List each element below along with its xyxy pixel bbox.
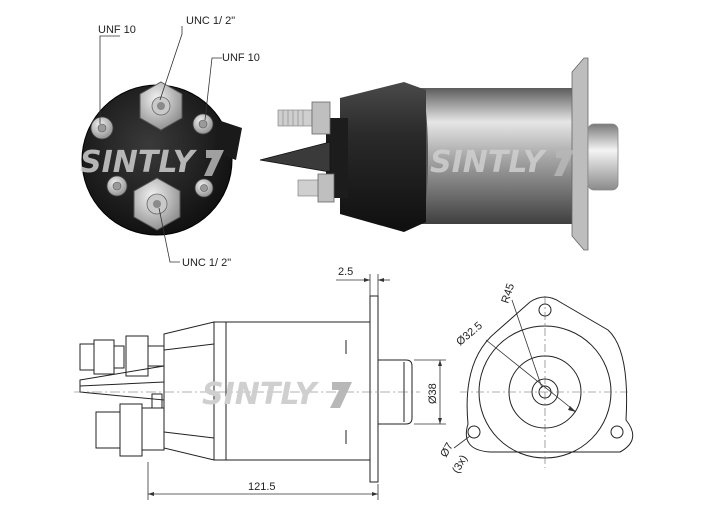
label-unc-bottom: UNC 1/ 2" <box>182 257 231 269</box>
plunger <box>587 123 619 191</box>
flange-front-view <box>453 296 634 468</box>
label-unc-top: UNC 1/ 2" <box>186 15 235 27</box>
small-stud-left <box>90 116 114 140</box>
mount-hole-right <box>610 425 624 439</box>
drawing-flange <box>369 295 379 483</box>
watermark-mark-icon <box>204 150 224 176</box>
side-view-drawing <box>74 295 420 483</box>
watermark-text: SINTLY <box>80 145 198 180</box>
label-unf-right: UNF 10 <box>222 52 260 64</box>
watermark-mark-icon <box>330 382 352 408</box>
dim-overall-length <box>147 462 379 500</box>
dim-bore-diameter-label: Ø32.5 <box>454 320 485 348</box>
side-view-photo <box>259 57 619 251</box>
dim-plunger-diameter-label: Ø38 <box>427 383 439 404</box>
main-stud-bottom <box>133 177 181 231</box>
main-stud-top <box>139 81 183 131</box>
small-stud-right <box>192 113 214 135</box>
small-stud-lower-left <box>106 175 128 197</box>
flange-outline <box>465 296 634 453</box>
watermark-mark-icon <box>554 150 574 176</box>
dim-hole-diameter-label: Ø7 <box>438 441 456 460</box>
dim-flange-thickness-label: 2.5 <box>338 266 353 278</box>
end-view-photo <box>81 81 242 236</box>
end-view-leaders <box>99 26 222 263</box>
dim-overall-length-label: 121.5 <box>248 481 276 493</box>
watermark-center: SINTLY <box>202 377 352 412</box>
watermark-text: SINTLY <box>202 377 320 412</box>
dim-plunger-diameter <box>414 359 446 425</box>
mount-hole-left <box>467 425 481 439</box>
dim-flange-thickness <box>336 274 390 296</box>
watermark-text: SINTLY <box>430 145 548 180</box>
dim-radius-label: R45 <box>499 282 517 305</box>
lower-stud-thread <box>297 179 321 197</box>
terminal-tab <box>259 141 331 173</box>
watermark-top-left: SINTLY <box>80 145 224 180</box>
label-unf-top-left: UNF 10 <box>98 24 136 36</box>
lower-stud-nut <box>317 173 335 203</box>
black-end-cap <box>340 82 426 232</box>
dim-hole-count-label: (3x) <box>450 453 470 475</box>
upper-stud-nut <box>311 101 331 135</box>
mounting-flange <box>571 57 589 251</box>
watermark-top-right: SINTLY <box>430 145 574 180</box>
small-stud-lower-right <box>194 178 214 198</box>
